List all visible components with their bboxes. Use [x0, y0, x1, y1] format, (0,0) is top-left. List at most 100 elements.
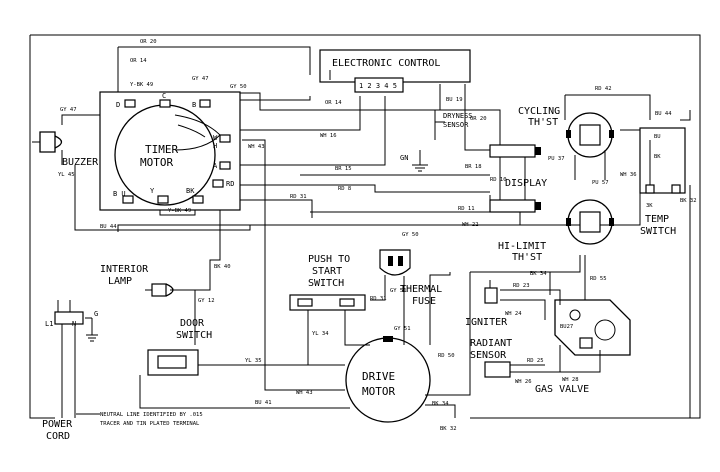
terminal-c-top: C [162, 92, 166, 100]
wire-label-yl35: YL 35 [245, 358, 262, 364]
interior-lamp-label-1: INTERIOR [100, 264, 149, 275]
wire-label-bu44-left: BU 44 [100, 224, 117, 230]
wire-label-bu41: BU 41 [255, 400, 272, 406]
wire-label-3k: 3K [646, 203, 653, 209]
gas-valve: GAS VALVE [535, 299, 631, 395]
wire-label-wh22: WH 22 [462, 222, 479, 228]
push-start-label-3: SWITCH [308, 278, 344, 289]
interior-lamp-label-2: LAMP [108, 276, 132, 287]
igniter: IGNITER [465, 280, 508, 328]
display-label: DISPLAY [505, 178, 547, 189]
igniter-label: IGNITER [465, 317, 508, 328]
wire-label-rd11: RD 11 [458, 206, 475, 212]
wire-label-bu27: BU27 [560, 324, 573, 330]
wire-label-rd42: RD 42 [595, 86, 612, 92]
terminal-b-top: B [192, 101, 196, 109]
wire-label-bk34-motor: BK 34 [432, 401, 449, 407]
wire-label-bu-temp: BU [654, 134, 661, 140]
terminal-h: H [213, 142, 217, 150]
drive-motor-label-2: MOTOR [362, 385, 395, 398]
wire-label-br15: BR 15 [335, 166, 352, 172]
wire-label-rd8: RD 8 [338, 186, 351, 192]
timer-motor-label-2: MOTOR [140, 156, 173, 169]
wire-label-bk32-right: BK 32 [680, 198, 697, 204]
thermal-fuse-label-2: FUSE [412, 296, 436, 307]
electronic-control-label: ELECTRONIC CONTROL [332, 58, 440, 69]
wire-label-rd55: RD 55 [590, 276, 607, 282]
wire-label-bu19: BU 19 [446, 97, 463, 103]
wire-label-pu57: PU 57 [592, 180, 609, 186]
push-to-start-switch: PUSH TO START SWITCH [289, 254, 366, 311]
wire-label-gy47-buzzer: GY 47 [60, 107, 77, 113]
dryness-sensor-label-1: DRYNESS [443, 112, 473, 120]
wire-label-rd31-mid: RD 31 [290, 194, 307, 200]
terminal-bk: BK [186, 187, 195, 195]
terminal-n: N [72, 320, 76, 328]
wire-label-ybk49-bottom: Y-BK 49 [168, 208, 191, 214]
wire-labels: OR 20 OR 14 Y-BK 49 GY 47 GY 50 OR 14 WH… [58, 39, 697, 432]
wire-label-wh28: WH 28 [562, 377, 579, 383]
ground-gn: GN [400, 154, 408, 162]
wire-label-bk32-motor: BK 32 [440, 426, 457, 432]
wire-label-ybk49-top: Y-BK 49 [130, 82, 153, 88]
wire-label-bk-temp: BK [654, 154, 661, 160]
electronic-control-pins: 1 2 3 4 5 [359, 82, 397, 90]
timer-motor-label-1: TIMER [145, 143, 178, 156]
radiant-sensor: RADIANT SENSOR [470, 338, 512, 378]
wire-label-yl34: YL 34 [312, 331, 329, 337]
temp-switch-label-2: SWITCH [640, 226, 676, 237]
dryness-sensor: DRYNESS SENSOR GN [400, 110, 473, 172]
wire-label-gy47: GY 47 [192, 76, 209, 82]
push-start-label-2: START [312, 266, 342, 277]
wire-label-gy51-fuse: GY 51 [390, 288, 407, 294]
terminal-d: D [116, 101, 120, 109]
terminal-a: A [213, 162, 218, 170]
door-switch-label-2: SWITCH [176, 330, 212, 341]
wire-label-wh16: WH 16 [320, 133, 337, 139]
display: DISPLAY [489, 144, 547, 213]
terminal-w: W [213, 134, 218, 142]
thermal-fuse: THERMAL FUSE [379, 249, 442, 307]
drive-motor: DRIVE MOTOR [345, 336, 431, 423]
door-switch-label-1: DOOR [180, 318, 205, 329]
wire-label-wh36: WH 36 [620, 172, 637, 178]
wire-label-wh26: WH 26 [515, 379, 532, 385]
drive-motor-label-1: DRIVE [362, 370, 395, 383]
door-switch: DOOR SWITCH [147, 318, 212, 376]
power-cord-label-1: POWER [42, 419, 73, 430]
electronic-control: ELECTRONIC CONTROL 1 2 3 4 5 [319, 49, 471, 93]
buzzer: BUZZER [32, 131, 99, 168]
wire-label-bk34-top: BK 34 [530, 271, 547, 277]
wire-label-br18: BR 18 [465, 164, 482, 170]
wire-label-wh24: WH 24 [505, 311, 522, 317]
wire-label-rd23: RD 23 [513, 283, 530, 289]
terminal-l1: L1 [45, 320, 53, 328]
cycling-thermostat: CYCLING TH'ST [518, 106, 614, 158]
cycling-thermostat-label-2: TH'ST [528, 117, 558, 128]
wire-label-rd31-push: RD 31 [370, 296, 387, 302]
wire-label-wh43-motor: WH 43 [296, 390, 313, 396]
terminal-g: G [94, 310, 98, 318]
power-cord-label-2: CORD [46, 431, 70, 442]
wire-label-or20-right: OR 20 [470, 116, 487, 122]
terminal-rd: RD [226, 180, 234, 188]
power-cord: L1 N G POWER CORD [42, 300, 98, 442]
cycling-thermostat-label-1: CYCLING [518, 106, 560, 117]
temp-switch-label-1: TEMP [645, 214, 669, 225]
neutral-line-note: NEUTRAL LINE IDENTIFIED BY .015 TRACER A… [76, 412, 203, 427]
wire-label-or20-top: OR 20 [140, 39, 157, 45]
gas-valve-label: GAS VALVE [535, 384, 589, 395]
push-start-label-1: PUSH TO [308, 254, 350, 265]
interior-lamp: INTERIOR LAMP [100, 264, 174, 297]
wire-label-gy12: GY 12 [198, 298, 215, 304]
temp-switch: TEMP SWITCH [639, 127, 686, 237]
terminal-y: Y [150, 187, 155, 195]
wire-label-or14-mid: OR 14 [325, 100, 342, 106]
thermal-fuse-label-1: THERMAL [400, 284, 442, 295]
wire-label-rd50-motor: RD 50 [438, 353, 455, 359]
wire-label-rd25: RD 25 [527, 358, 544, 364]
wire-label-gy50-push: GY 50 [402, 232, 419, 238]
wire-label-yl45: YL 45 [58, 172, 75, 178]
buzzer-label: BUZZER [62, 157, 99, 168]
